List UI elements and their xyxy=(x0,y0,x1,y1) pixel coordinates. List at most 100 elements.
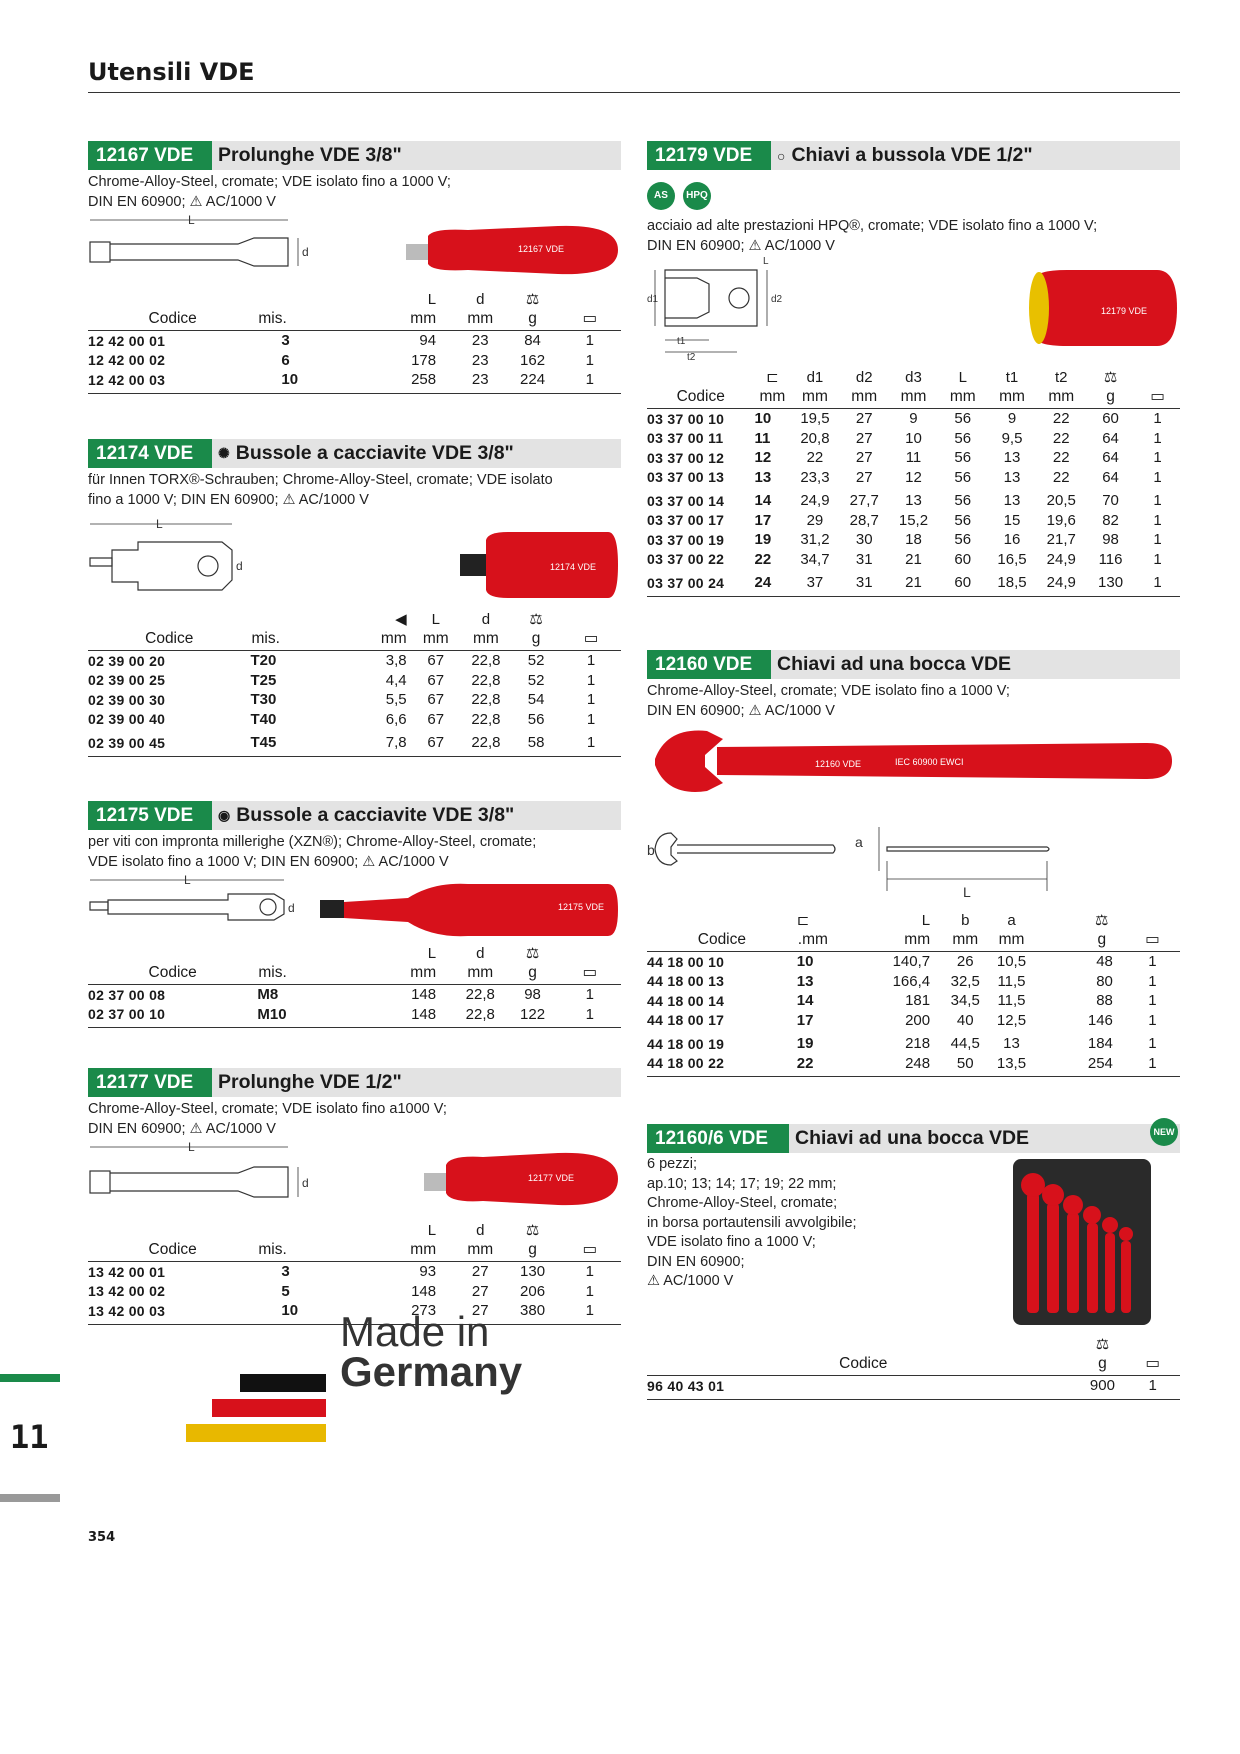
description-line: DIN EN 60900; ⚠ AC/1000 V xyxy=(88,194,276,210)
col-L: L xyxy=(427,1221,437,1239)
product-code: 12179 VDE xyxy=(647,141,771,170)
svg-text:a: a xyxy=(855,834,863,850)
chapter-number: 11 xyxy=(10,1418,49,1456)
col-codice: Codice xyxy=(88,308,258,331)
description-line: fino a 1000 V; DIN EN 60900; ⚠ AC/1000 V xyxy=(88,492,369,508)
germany-label: Germany xyxy=(340,1348,523,1395)
description-line: DIN EN 60900; xyxy=(647,1253,745,1270)
description: Chrome-Alloy-Steel, cromate; VDE isolato… xyxy=(647,681,1180,721)
col-d3: d3 xyxy=(905,368,922,386)
description: acciaio ad alte prestazioni HPQ®, cromat… xyxy=(647,216,1180,256)
section-title-text: Bussole a cacciavite VDE 3/8" xyxy=(236,804,515,826)
spline-icon: ◉ xyxy=(218,807,231,823)
weight-icon: ⚖ xyxy=(1095,1336,1110,1353)
set-body: 6 pezzi; ap.10; 13; 14; 17; 19; 22 mm; C… xyxy=(647,1153,1180,1329)
description-line: für Innen TORX®-Schrauben; Chrome-Alloy-… xyxy=(88,472,553,488)
description: für Innen TORX®-Schrauben; Chrome-Alloy-… xyxy=(88,470,621,510)
weight-icon: ⚖ xyxy=(1095,912,1109,929)
col-codice: Codice xyxy=(88,962,258,985)
svg-text:IEC 60900 EWCI: IEC 60900 EWCI xyxy=(895,757,964,767)
description-line: ap.10; 13; 14; 17; 19; 22 mm; xyxy=(647,1175,837,1192)
col-b: b xyxy=(961,911,970,929)
description: Chrome-Alloy-Steel, cromate; VDE isolato… xyxy=(88,1099,621,1139)
package-icon: ▭ xyxy=(1124,929,1180,952)
as-drive-badge: AS xyxy=(647,182,675,210)
weight-icon: ⚖ xyxy=(525,945,540,962)
title-divider xyxy=(88,92,1180,93)
section-12174: 12174 VDE ✺Bussole a cacciavite VDE 3/8"… xyxy=(88,439,621,757)
page-title: Utensili VDE xyxy=(88,58,255,86)
col-codice: Codice xyxy=(647,1353,1080,1376)
german-flag-icon xyxy=(186,1374,326,1442)
col-mis: mis. xyxy=(257,962,345,985)
product-table: ⊏ L b a ⚖ Codice .mm mm mm mm g ▭ 44 18 … xyxy=(647,911,1180,1077)
section-title-text: Bussole a cacciavite VDE 3/8" xyxy=(235,442,514,464)
col-d: d xyxy=(476,1221,485,1239)
extension-drawing: L d 12177 VDE xyxy=(89,1140,618,1206)
svg-text:t2: t2 xyxy=(687,352,696,363)
section-header: 12175 VDE ◉Bussole a cacciavite VDE 3/8" xyxy=(88,801,621,830)
col-codice: Codice xyxy=(88,628,251,651)
socket-drawing: L d1 d2 t1 t2 12179 VDE xyxy=(647,256,1177,363)
page-number: 354 xyxy=(88,1530,116,1545)
section-title: ◉ Bussole a cacciavite VDE 3/8" xyxy=(212,804,514,827)
svg-text:L: L xyxy=(184,873,191,887)
section-12177: 12177 VDE Prolunghe VDE 1/2" Chrome-Allo… xyxy=(88,1068,621,1325)
col-L: L xyxy=(427,944,437,962)
description-line: ⚠ AC/1000 V xyxy=(647,1273,734,1289)
wrench-set-image xyxy=(1013,1159,1151,1325)
svg-text:d: d xyxy=(302,245,309,259)
drive-icon: ◀ xyxy=(395,611,407,628)
product-illustration: L d 12175 VDE xyxy=(88,872,621,944)
col-L: L xyxy=(958,368,967,386)
package-icon: ▭ xyxy=(558,1239,621,1262)
description: 6 pezzi; ap.10; 13; 14; 17; 19; 22 mm; C… xyxy=(647,1155,1017,1329)
svg-text:12160 VDE: 12160 VDE xyxy=(815,759,861,769)
package-icon: ▭ xyxy=(558,308,621,331)
section-header: 12160 VDE Chiavi ad una bocca VDE xyxy=(647,650,1180,679)
description-line: DIN EN 60900; ⚠ AC/1000 V xyxy=(88,1121,276,1137)
package-icon: ▭ xyxy=(561,628,621,651)
svg-text:L: L xyxy=(188,1140,195,1154)
col-codice: Codice xyxy=(647,386,755,409)
section-12160: 12160 VDE Chiavi ad una bocca VDE Chrome… xyxy=(647,650,1180,1077)
section-header: 12177 VDE Prolunghe VDE 1/2" xyxy=(88,1068,621,1097)
product-illustration: L d 12174 VDE xyxy=(88,510,621,610)
extension-drawing: L d 12167 VDE xyxy=(89,213,618,275)
chapter-marker-gray xyxy=(0,1494,60,1502)
svg-text:12177 VDE: 12177 VDE xyxy=(528,1173,574,1183)
svg-text:t1: t1 xyxy=(677,336,686,347)
bit-socket-drawing: L d 12175 VDE xyxy=(89,873,618,937)
section-header: 12160/6 VDE Chiavi ad una bocca VDE NEW xyxy=(647,1118,1180,1153)
weight-icon: ⚖ xyxy=(525,1222,540,1239)
wrench-size-icon: ⊏ xyxy=(796,912,810,929)
section-title: Chiavi ad una bocca VDE xyxy=(771,653,1011,676)
product-code: 12167 VDE xyxy=(88,141,212,170)
col-unit: mm xyxy=(454,308,507,331)
description-line: VDE isolato fino a 1000 V; xyxy=(647,1234,816,1250)
socket-ring-icon: ○ xyxy=(777,147,786,164)
product-code: 12177 VDE xyxy=(88,1068,212,1097)
description-line: 6 pezzi; xyxy=(647,1156,697,1172)
svg-text:d1: d1 xyxy=(647,294,659,305)
package-icon: ▭ xyxy=(1125,1353,1180,1376)
col-t2: t2 xyxy=(1055,368,1068,386)
col-mis: mis. xyxy=(250,628,359,651)
